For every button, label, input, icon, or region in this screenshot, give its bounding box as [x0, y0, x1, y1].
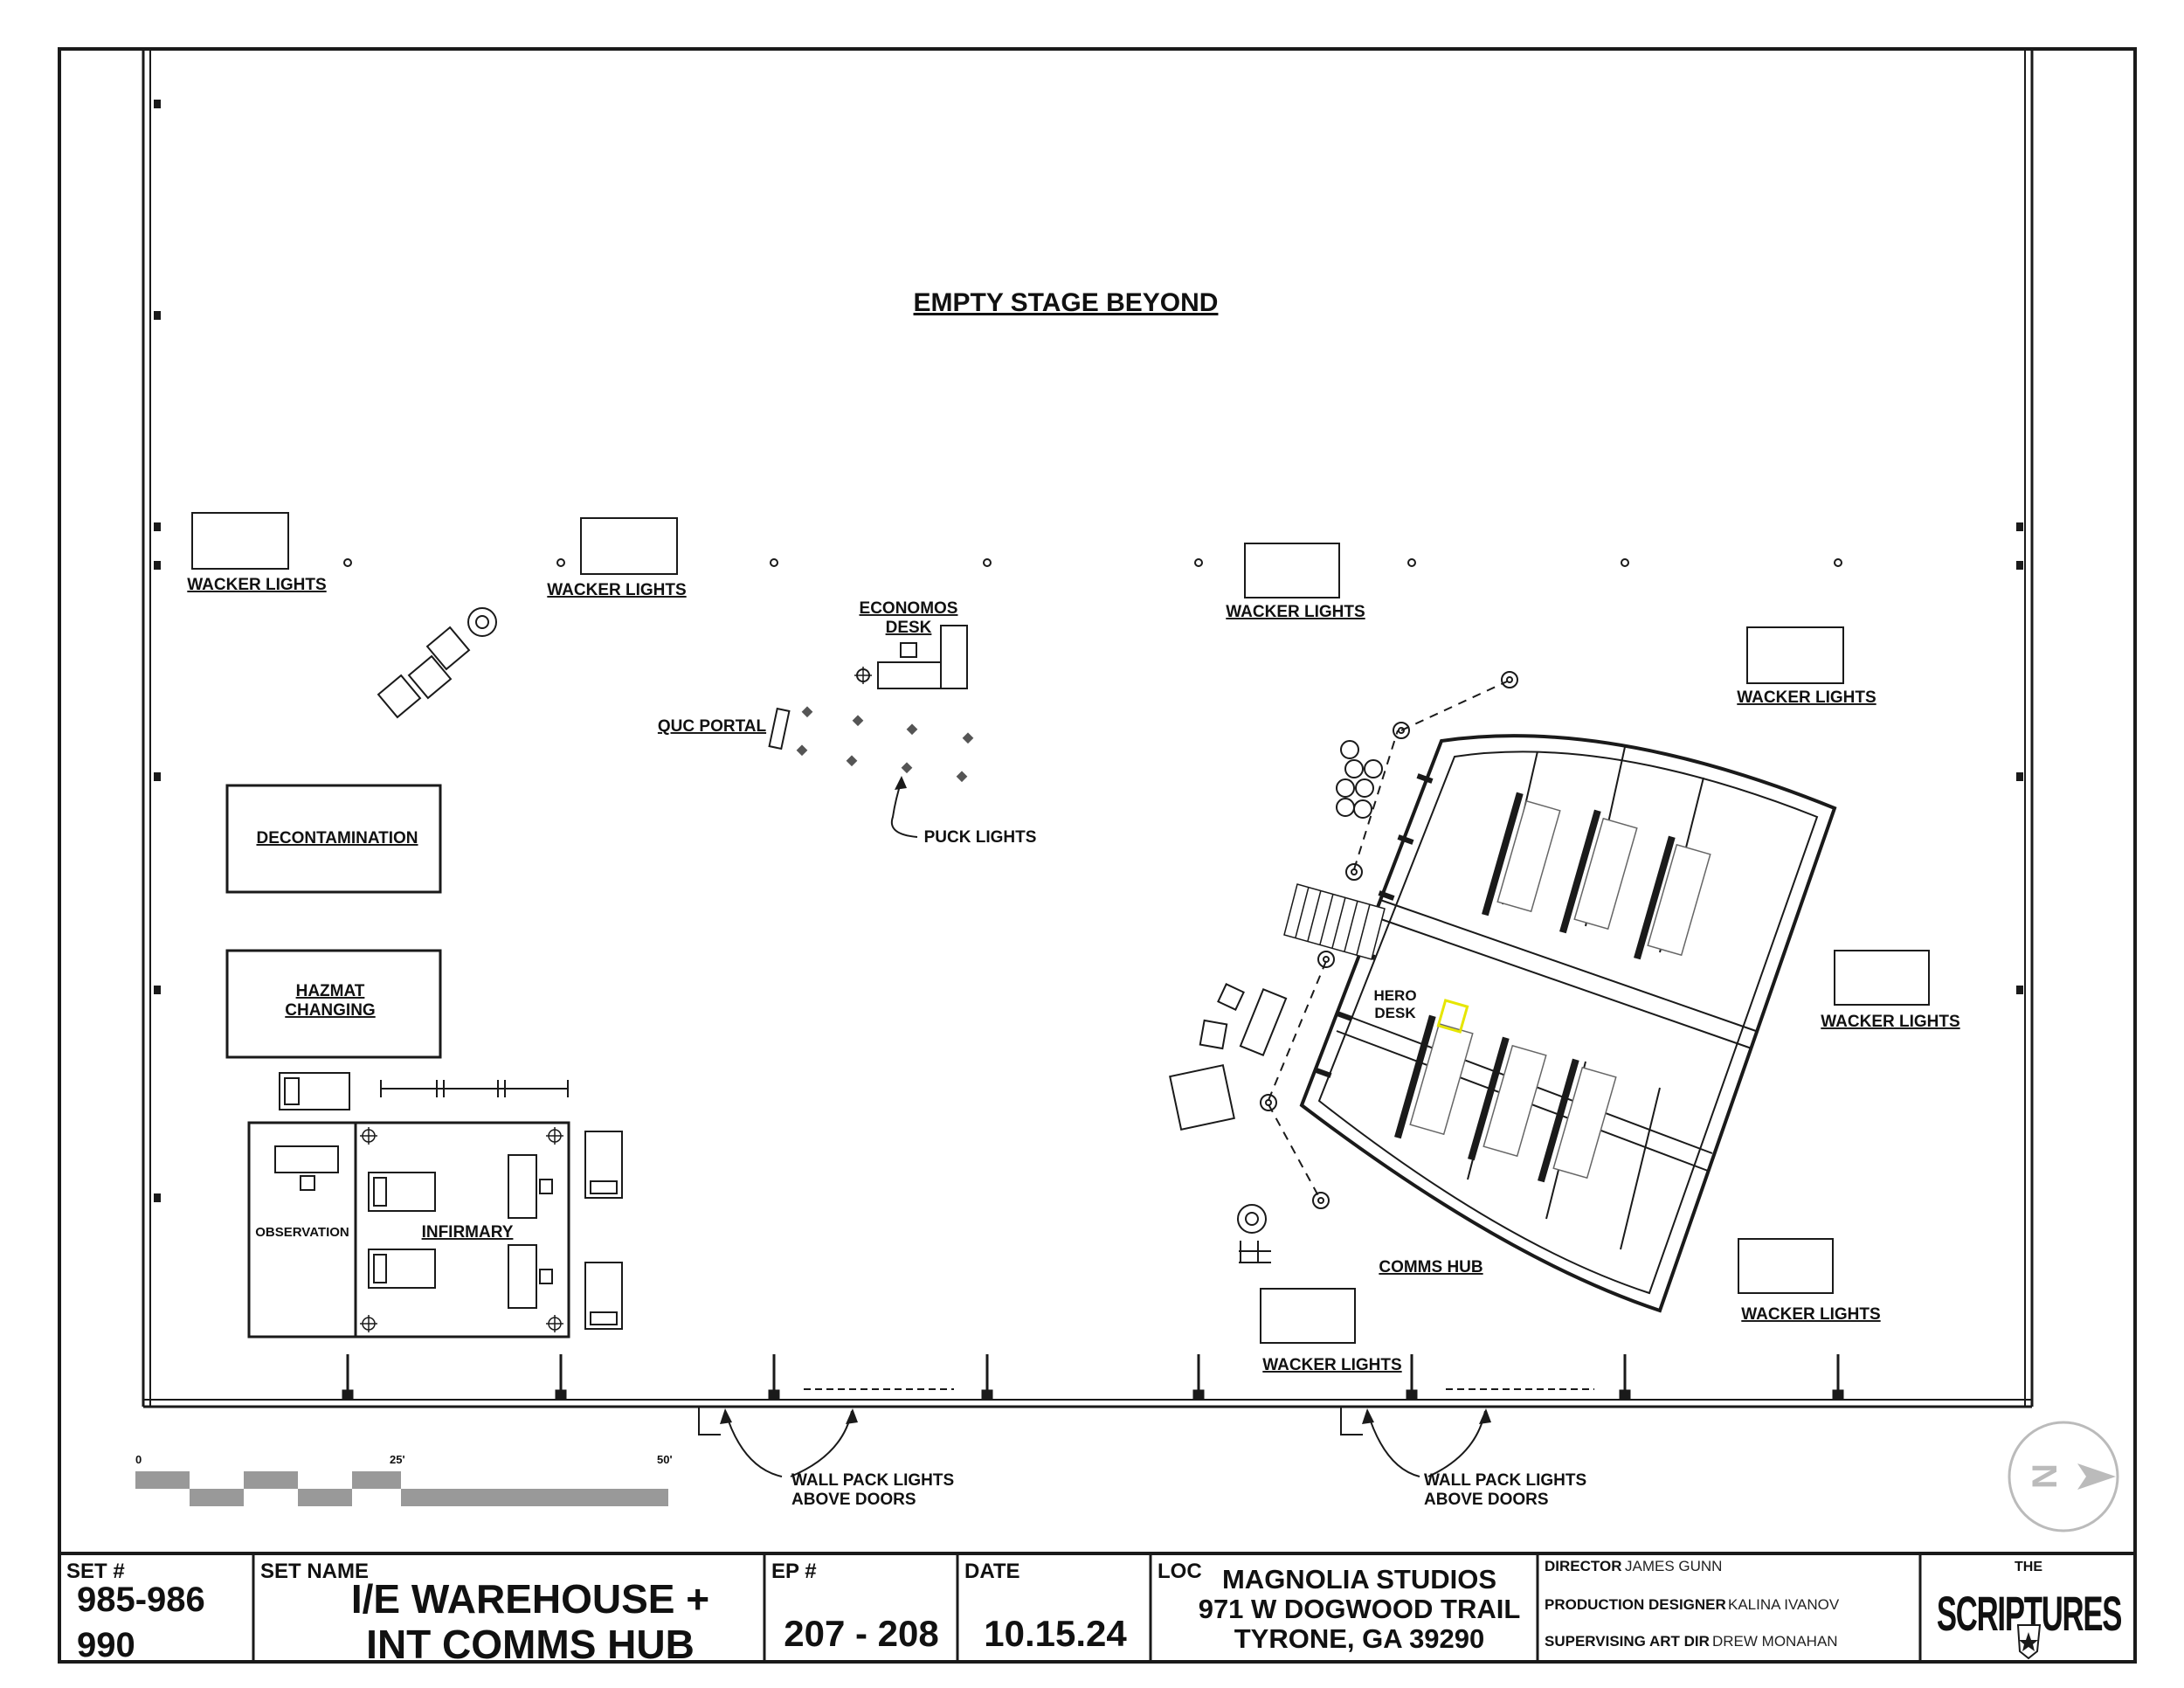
wall-pack-lights-note-1: WALL PACK LIGHTS ABOVE DOORS: [720, 1408, 954, 1509]
svg-text:ECONOMOS: ECONOMOS: [860, 599, 958, 618]
wacker-lights-1: WACKER LIGHTS: [187, 512, 327, 594]
episode-cell: EP # 207 - 208: [771, 1560, 939, 1654]
comms-hub-label: COMMS HUB: [1379, 1258, 1482, 1276]
wacker-lights-label: WACKER LIGHTS: [1262, 1356, 1401, 1374]
svg-text:990: 990: [77, 1626, 135, 1664]
north-letter: N: [2026, 1463, 2064, 1489]
svg-text:HAZMAT: HAZMAT: [296, 982, 365, 1000]
decontamination-room: DECONTAMINATION: [225, 784, 442, 894]
gurney-and-rail: [279, 1072, 569, 1110]
svg-text:25': 25': [390, 1453, 405, 1466]
svg-text:0: 0: [135, 1453, 142, 1466]
sheet-border: [58, 47, 2137, 1664]
scale-bar: 0 25' 50': [135, 1453, 673, 1506]
economos-desk: ECONOMOS DESK: [854, 599, 968, 689]
wacker-lights-2: WACKER LIGHTS: [547, 517, 687, 599]
svg-text:DATE: DATE: [964, 1560, 1020, 1583]
svg-text:PRODUCTION DESIGNER: PRODUCTION DESIGNER: [1545, 1596, 1726, 1613]
credits-cell: DIRECTOR JAMES GUNN PRODUCTION DESIGNER …: [1545, 1558, 1840, 1650]
title-block: SET # 985-986 990 SET NAME I/E WAREHOUSE…: [59, 1552, 2135, 1667]
svg-text:KALINA IVANOV: KALINA IVANOV: [1728, 1596, 1840, 1613]
wacker-lights-7: WACKER LIGHTS: [1260, 1288, 1402, 1374]
svg-text:SUPERVISING ART DIR: SUPERVISING ART DIR: [1545, 1633, 1710, 1650]
barrels: [1336, 740, 1383, 819]
wacker-lights-label: WACKER LIGHTS: [1741, 1305, 1880, 1324]
svg-text:ABOVE DOORS: ABOVE DOORS: [1424, 1491, 1549, 1509]
svg-text:10.15.24: 10.15.24: [984, 1613, 1127, 1654]
stage-title: EMPTY STAGE BEYOND: [914, 288, 1219, 317]
wacker-lights-5: WACKER LIGHTS: [1821, 950, 1960, 1031]
svg-text:SET #: SET #: [66, 1560, 125, 1583]
svg-text:WALL PACK LIGHTS: WALL PACK LIGHTS: [791, 1471, 954, 1490]
svg-text:MAGNOLIA STUDIOS: MAGNOLIA STUDIOS: [1222, 1564, 1496, 1595]
hero-desk-highlight: [1436, 999, 1469, 1034]
svg-text:THE: THE: [2015, 1560, 2042, 1574]
svg-text:OBSERVATION: OBSERVATION: [255, 1225, 349, 1240]
puck-lights: [796, 706, 974, 783]
svg-text:ABOVE DOORS: ABOVE DOORS: [791, 1491, 916, 1509]
wacker-lights-label: WACKER LIGHTS: [1226, 603, 1365, 621]
puck-lights-label: PUCK LIGHTS: [924, 828, 1037, 847]
wacker-lights-6: WACKER LIGHTS: [1738, 1238, 1881, 1324]
set-number-cell: SET # 985-986 990: [66, 1560, 205, 1664]
svg-text:TYRONE, GA 39290: TYRONE, GA 39290: [1234, 1623, 1485, 1654]
svg-text:LOC: LOC: [1158, 1560, 1202, 1583]
svg-text:I/E WAREHOUSE +: I/E WAREHOUSE +: [351, 1576, 709, 1622]
wacker-lights-label: WACKER LIGHTS: [187, 576, 326, 594]
hero-desk-label-2: DESK: [1374, 1005, 1416, 1021]
svg-text:DESK: DESK: [886, 619, 932, 637]
light-markers: [343, 558, 1842, 567]
svg-text:JAMES GUNN: JAMES GUNN: [1625, 1558, 1722, 1574]
svg-text:INFIRMARY: INFIRMARY: [422, 1223, 514, 1242]
svg-text:EP #: EP #: [771, 1560, 817, 1583]
svg-text:DREW MONAHAN: DREW MONAHAN: [1712, 1633, 1838, 1650]
svg-text:SET NAME: SET NAME: [260, 1560, 369, 1583]
date-cell: DATE 10.15.24: [964, 1560, 1127, 1654]
north-compass: N: [2008, 1421, 2119, 1532]
comms-hub: HERO DESK: [1299, 734, 1837, 1313]
lounge-chairs: [377, 607, 497, 719]
puck-lights-leader: [890, 779, 918, 838]
stage-walls: [142, 51, 2034, 1435]
side-gurneys: [584, 1131, 623, 1330]
svg-text:QUC PORTAL: QUC PORTAL: [658, 717, 767, 736]
crates: [1169, 983, 1288, 1131]
stanchions: [1260, 671, 1518, 1209]
wacker-lights-3: WACKER LIGHTS: [1226, 543, 1365, 621]
set-name-cell: SET NAME I/E WAREHOUSE + INT COMMS HUB: [260, 1560, 709, 1667]
svg-text:985-986: 985-986: [77, 1581, 205, 1619]
location-cell: LOC MAGNOLIA STUDIOS 971 W DOGWOOD TRAIL…: [1158, 1560, 1520, 1654]
hazmat-changing-room: HAZMAT CHANGING: [225, 949, 442, 1059]
svg-text:CHANGING: CHANGING: [285, 1001, 375, 1020]
show-logo: THE SCRIPTURES: [1937, 1560, 2123, 1660]
svg-text:WALL PACK LIGHTS: WALL PACK LIGHTS: [1424, 1471, 1586, 1490]
wacker-lights-label: WACKER LIGHTS: [547, 581, 686, 599]
svg-text:50': 50': [657, 1453, 673, 1466]
wacker-lights-label: WACKER LIGHTS: [1737, 688, 1876, 707]
observation-room: OBSERVATION: [247, 1121, 357, 1339]
svg-text:207 - 208: 207 - 208: [784, 1613, 938, 1654]
svg-text:INT COMMS HUB: INT COMMS HUB: [366, 1622, 695, 1667]
stairs: [1283, 883, 1386, 960]
wacker-lights-4: WACKER LIGHTS: [1737, 626, 1876, 707]
wall-pack-lights-note-2: WALL PACK LIGHTS ABOVE DOORS: [1362, 1408, 1586, 1509]
infirmary-room: INFIRMARY: [354, 1121, 570, 1339]
dolly: [1237, 1204, 1271, 1263]
svg-text:DIRECTOR: DIRECTOR: [1545, 1558, 1621, 1574]
wacker-lights-label: WACKER LIGHTS: [1821, 1013, 1959, 1031]
quc-portal: QUC PORTAL: [658, 707, 791, 751]
svg-text:DECONTAMINATION: DECONTAMINATION: [256, 829, 418, 847]
hero-desk-label: HERO: [1373, 987, 1416, 1004]
svg-text:971 W DOGWOOD TRAIL: 971 W DOGWOOD TRAIL: [1199, 1594, 1521, 1624]
